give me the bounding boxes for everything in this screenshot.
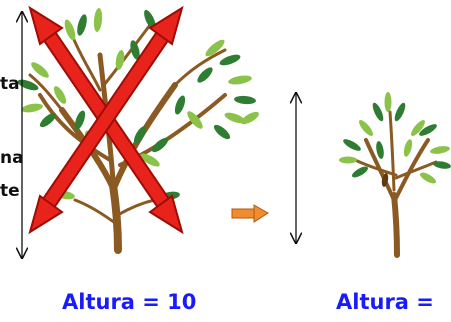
orange-arrow: [232, 205, 268, 222]
small-tree-height-label: Altura =: [336, 292, 434, 313]
small-tree: [339, 92, 451, 255]
large-tree-height-label: Altura = 10: [62, 292, 196, 313]
clipped-text-3: te: [0, 183, 20, 200]
clipped-text-1: ta: [0, 76, 20, 93]
clipped-text-2: na: [0, 150, 24, 167]
